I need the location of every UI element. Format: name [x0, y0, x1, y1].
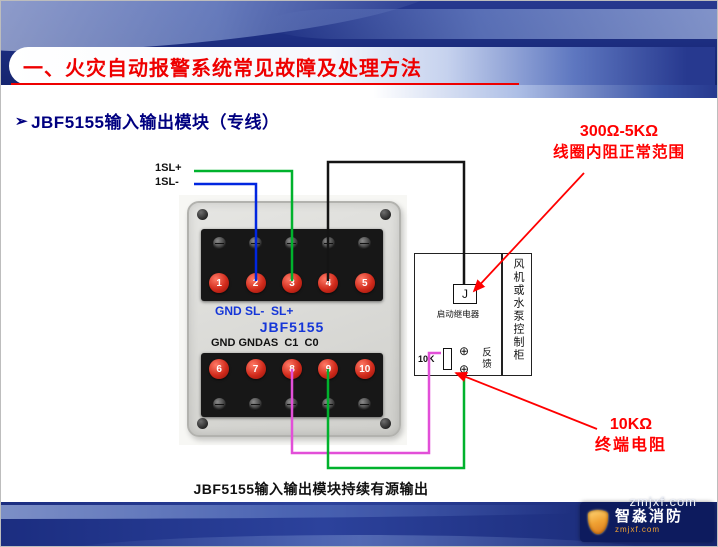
terminal-strip-bottom: 6 7 8 9 10 [201, 353, 383, 417]
screw-icon [249, 398, 263, 411]
footer-swoosh-bottom [58, 535, 660, 546]
terminal-cap: 4 [318, 273, 339, 293]
terminal-cap: 5 [354, 273, 375, 293]
terminator-annotation: 10KΩ 终端电阻 [581, 415, 681, 457]
screw-icon [285, 237, 299, 250]
screw-icon [249, 237, 263, 250]
brand-name: 智淼消防 [615, 508, 684, 526]
terminator-desc: 终端电阻 [594, 436, 667, 454]
diagram-caption: JBF5155输入输出模块持续有源输出 [193, 481, 429, 497]
terminal-row-bottom: 6 7 8 9 10 [201, 359, 383, 379]
feedback-terminal-icon: ⊕ [459, 362, 470, 376]
feedback-terminal-icon: ⊕ [459, 344, 470, 358]
terminal-strip-top: 1 2 3 4 5 [201, 229, 383, 301]
brand-logo-icon [588, 510, 608, 534]
screw-icon [358, 398, 372, 411]
coil-resistance-desc: 线圈内阻正常范围 [552, 143, 685, 161]
title-underline [11, 83, 519, 85]
terminal-cap: 2 [245, 273, 266, 293]
cabinet-divider [501, 254, 503, 375]
terminal-cap: 6 [209, 359, 230, 379]
arrow-bullet-icon: ➢ [15, 112, 29, 130]
cabinet-name: 风机或水泵控制柜 [512, 258, 524, 362]
annotation-arrow-terminator [454, 371, 598, 430]
screw-icon [321, 237, 335, 250]
relay-caption: 启动继电器 [436, 309, 480, 319]
module-model: JBF5155 [259, 319, 325, 335]
header-bar: 一、火灾自动报警系统常见故障及处理方法 [1, 1, 717, 85]
header-swoosh-right [267, 9, 717, 39]
feedback-label: 反馈 [480, 347, 491, 370]
resistor-box [443, 348, 452, 370]
terminator-value: 10KΩ [609, 416, 653, 433]
terminal-cap: 1 [209, 273, 230, 293]
screw-icon [358, 237, 372, 250]
terminal-cap: 3 [281, 273, 302, 293]
terminal-cap: 7 [245, 359, 266, 379]
title-band: 一、火灾自动报警系统常见故障及处理方法 [9, 47, 715, 85]
mounting-screw-icon [380, 209, 391, 220]
screw-icon [321, 398, 335, 411]
mounting-screw-icon [380, 418, 391, 429]
watermark: zmjxf.com [629, 494, 697, 509]
terminal-row-top: 1 2 3 4 5 [201, 273, 383, 293]
terminal-cap: 10 [354, 359, 375, 379]
mounting-screw-icon [197, 209, 208, 220]
screw-row [201, 398, 383, 411]
screw-row [201, 237, 383, 250]
subtitle-text: JBF5155输入输出模块（专线） [31, 113, 280, 132]
module-bottom-label: GND GNDAS C1 C0 [211, 337, 319, 349]
subtitle: ➢ JBF5155输入输出模块（专线） [15, 108, 280, 133]
slide-title: 一、火灾自动报警系统常见故障及处理方法 [23, 57, 422, 80]
brand-logo-texts: 智淼消防 zmjxf.com [615, 509, 683, 534]
coil-resistance-value: 300Ω-5KΩ [579, 123, 659, 140]
coil-resistance-annotation: 300Ω-5KΩ 线圈内阻正常范围 [535, 122, 703, 163]
mounting-screw-icon [197, 418, 208, 429]
loop-label-positive: 1SL+ [155, 162, 182, 174]
screw-icon [212, 398, 226, 411]
module-top-label: GND SL- SL+ [215, 304, 294, 318]
header-lower-band [1, 85, 717, 98]
terminal-cap: 9 [318, 359, 339, 379]
screw-icon [212, 237, 226, 250]
loop-input-labels: 1SL+ 1SL- [155, 162, 182, 189]
control-cabinet: 风机或水泵控制柜 J 启动继电器 10K ⊕ ⊕ 反馈 [414, 253, 532, 376]
brand-logo: 智淼消防 zmjxf.com [580, 502, 714, 542]
terminal-cap: 8 [281, 359, 302, 379]
loop-label-negative: 1SL- [155, 175, 179, 188]
io-module: 1 2 3 4 5 GND SL- SL+ JBF5155 GND GNDAS … [187, 201, 401, 437]
brand-site: zmjxf.com [615, 524, 660, 534]
screw-icon [285, 398, 299, 411]
relay-box: J [453, 284, 477, 304]
resistor-label: 10K [418, 354, 435, 364]
